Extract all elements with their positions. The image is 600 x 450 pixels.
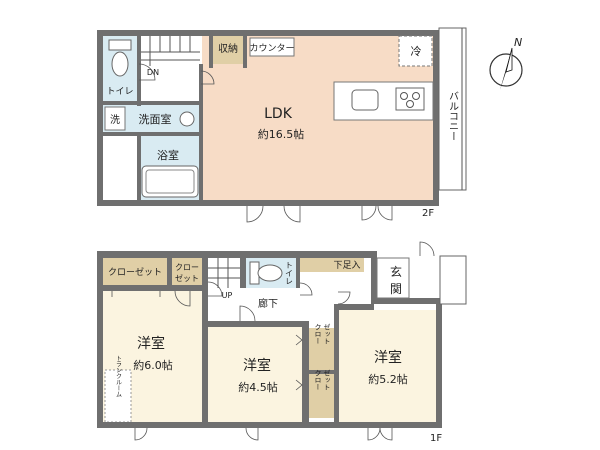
wash-basin-icon <box>179 111 195 127</box>
entrance <box>376 257 410 299</box>
toilet-1f-icon <box>249 261 283 285</box>
room2-size-label: 約4.5帖 <box>238 380 278 394</box>
room3-label: 洋室 <box>374 349 402 366</box>
closet4b-label: ゼット <box>323 369 331 391</box>
counter-label: カウンター <box>249 43 294 54</box>
entrance-label-b: 関 <box>390 282 402 296</box>
fridge-label: 冷 <box>411 45 422 58</box>
storage-2f-area <box>213 36 243 64</box>
dn-label: DN <box>147 68 159 77</box>
counter <box>249 37 295 57</box>
ldk-label: LDK <box>264 106 293 122</box>
room2-label: 洋室 <box>243 357 271 374</box>
fridge <box>398 35 433 67</box>
room1-size-label: 約6.0帖 <box>133 358 173 372</box>
closet3a-label: クロー <box>314 324 322 345</box>
closet1-label: クローゼット <box>108 266 162 278</box>
closet4a-label: クロー <box>314 370 322 391</box>
closet3-area <box>309 328 334 370</box>
bathtub <box>141 165 199 198</box>
stove-icon <box>395 87 425 111</box>
closet2a-label: クロー <box>175 263 199 272</box>
storage-2f-label: 収納 <box>218 42 238 55</box>
floor-2f: 収納 カウンター 冷 トイレ DN LDK 約16.5帖 洗 洗面室 浴室 バル… <box>97 27 467 223</box>
closet3b-label: ゼット <box>323 323 331 345</box>
toilet-2f-label: トイレ <box>106 87 133 97</box>
room3-area <box>338 310 436 422</box>
bath-label: 浴室 <box>157 148 179 162</box>
ldk-upper-strip <box>250 36 435 58</box>
closet2b-label: ゼット <box>175 273 199 283</box>
up-label: UP <box>222 291 233 300</box>
stairs-2f-area <box>141 36 202 66</box>
trunk-room-label: トランクルーム <box>115 355 122 397</box>
stairs-2f <box>141 36 200 66</box>
balcony-label: バルコニー <box>447 91 459 141</box>
washer-label: 洗 <box>110 114 120 126</box>
floor-1f: クローゼット クロー ゼット トイレ 下足入 玄 関 UP 廊下 洋室 約6.0… <box>97 241 467 444</box>
north-compass-icon: N <box>489 36 523 90</box>
hallway-label: 廊下 <box>258 297 278 310</box>
entrance-porch <box>439 255 467 305</box>
room1-label: 洋室 <box>137 335 165 352</box>
shoe-storage-area <box>300 258 364 272</box>
toilet-2f-icon <box>108 39 132 77</box>
kitchen-sink <box>351 89 379 111</box>
room2-area <box>208 327 306 422</box>
trunk-room-area <box>104 369 132 423</box>
room3-size-label: 約5.2帖 <box>368 372 408 386</box>
floor-2f-label: 2F <box>422 208 434 219</box>
shoe-storage-label: 下足入 <box>333 260 360 271</box>
washing-machine <box>104 106 126 131</box>
closet4-area <box>309 374 334 418</box>
floor-1f-label: 1F <box>430 433 442 444</box>
stairs-1f <box>208 258 240 288</box>
toilet-1f-label: トイレ <box>285 261 294 285</box>
entrance-label-a: 玄 <box>390 264 402 279</box>
washroom-label: 洗面室 <box>139 112 172 126</box>
north-label: N <box>514 36 522 49</box>
closet2-area <box>172 258 202 288</box>
closet1-area <box>103 258 167 285</box>
ldk-size-label: 約16.5帖 <box>258 127 305 141</box>
